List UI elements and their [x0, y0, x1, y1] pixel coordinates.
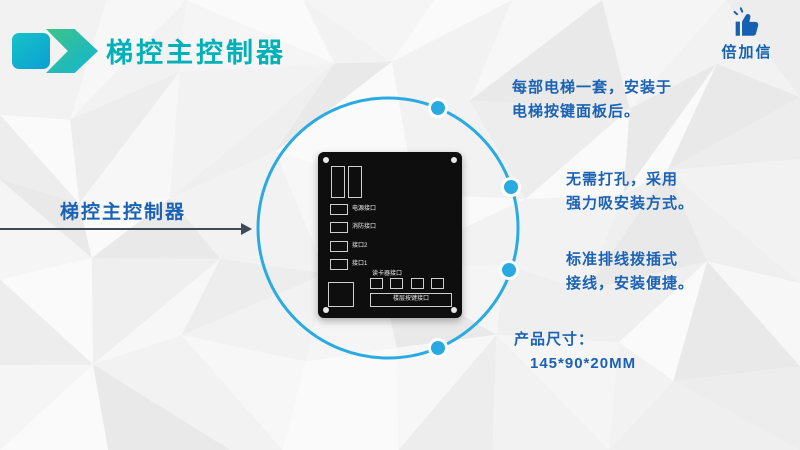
bullet-2: 无需打孔，采用 强力吸安装方式。 — [566, 168, 694, 216]
board-reader-label: 读卡器接口 — [372, 271, 403, 277]
pointer-arrowhead-icon — [241, 223, 252, 235]
bullet-line: 无需打孔，采用 — [566, 171, 679, 188]
board-port-row: 电源接口 — [330, 204, 376, 215]
screw-dot — [323, 307, 329, 313]
brand-name: 倍加信 — [721, 44, 773, 61]
bullet-line: 145*90*20MM — [530, 355, 637, 372]
header-accent-block — [12, 33, 50, 69]
board-port-label: 消防接口 — [352, 224, 377, 230]
orbit-dot — [501, 177, 521, 197]
pointer-label: 梯控主控制器 — [60, 202, 187, 223]
board-floor-port: 楼层按键接口 — [370, 293, 452, 307]
board-port-connector — [330, 241, 348, 252]
screw-dot — [451, 157, 457, 163]
brand-logo: 倍加信 — [708, 6, 786, 62]
bullet-line: 标准排线拨插式 — [566, 251, 679, 268]
board-connector — [431, 278, 445, 289]
bullet-line: 每部电梯一套，安装于 — [512, 79, 673, 96]
board-port-connector — [330, 204, 348, 215]
orbit-dot — [499, 260, 519, 280]
board-connector — [370, 278, 383, 289]
orbit-dot — [428, 338, 448, 358]
bullet-line: 强力吸安装方式。 — [566, 195, 695, 212]
product-board-photo: 电源接口 消防接口 接口2 接口1 读卡器接口 楼层按键接口 — [318, 152, 462, 318]
board-connector — [410, 278, 424, 289]
thumbs-up-icon — [733, 7, 759, 36]
orbit-dot — [428, 98, 448, 118]
bullet-line: 电梯按键面板后。 — [512, 103, 641, 120]
board-port-label: 接口2 — [352, 243, 368, 249]
page-title: 梯控主控制器 — [106, 38, 286, 68]
board-network-port — [328, 282, 354, 307]
bullet-line: 产品尺寸： — [514, 331, 595, 348]
board-terminal-block — [331, 166, 345, 198]
bullet-4: 产品尺寸： 145*90*20MM — [514, 328, 636, 376]
board-floor-label: 楼层按键接口 — [392, 296, 429, 302]
board-port-connector — [330, 259, 348, 270]
bullet-3: 标准排线拨插式 接线，安装便捷。 — [566, 248, 694, 296]
board-connector — [390, 278, 404, 289]
pointer-arrow-line — [0, 228, 242, 230]
board-port-row: 接口2 — [330, 241, 367, 252]
screw-dot — [323, 157, 329, 163]
board-port-row: 接口1 — [330, 259, 367, 270]
board-connector-row — [370, 278, 447, 296]
bullet-1: 每部电梯一套，安装于 电梯按键面板后。 — [512, 76, 672, 124]
board-port-label: 接口1 — [352, 261, 368, 267]
board-port-row: 消防接口 — [330, 222, 376, 233]
bullet-line: 接线，安装便捷。 — [566, 275, 695, 292]
board-port-label: 电源接口 — [352, 206, 377, 212]
screw-dot — [451, 307, 457, 313]
board-terminal-block — [348, 166, 362, 198]
board-port-connector — [330, 222, 348, 233]
